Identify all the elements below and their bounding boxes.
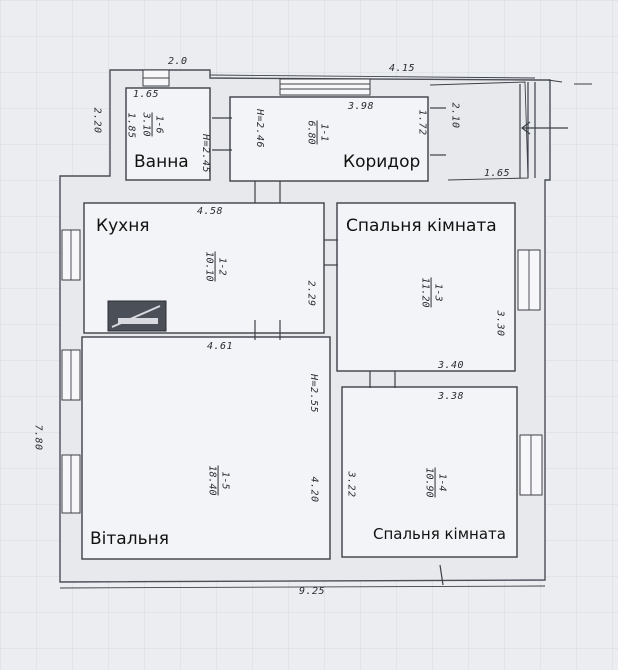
dim-kitchen-width: 4.58 bbox=[197, 206, 224, 217]
room-living bbox=[81, 336, 331, 560]
bedroom-2-label: Спальня кімната bbox=[373, 525, 506, 543]
entrance bbox=[429, 81, 529, 181]
dim-top-left: 2.0 bbox=[168, 56, 188, 67]
dim-top-right: 4.15 bbox=[389, 63, 416, 74]
dim-corridor-h: H=2.46 bbox=[254, 108, 266, 149]
dim-living-h: H=2.55 bbox=[308, 373, 320, 414]
dim-bed1-width: 3.40 bbox=[438, 360, 465, 371]
dim-bed2-height: 3.22 bbox=[345, 471, 357, 498]
bedroom-1-label: Спальня кімната bbox=[346, 216, 497, 236]
corridor-label: Коридор bbox=[343, 152, 421, 172]
dim-bath-h: H=2.45 bbox=[200, 133, 212, 174]
dim-kitchen-height: 2.29 bbox=[305, 280, 317, 307]
room-corridor bbox=[229, 96, 429, 182]
dim-line-top bbox=[209, 74, 536, 79]
stove bbox=[107, 300, 167, 332]
dim-entry-height: 2.10 bbox=[449, 102, 461, 129]
windows bbox=[61, 69, 543, 514]
dim-living-height: 4.20 bbox=[308, 476, 320, 503]
north-arrow bbox=[521, 79, 592, 135]
room-bathroom bbox=[125, 87, 211, 181]
kitchen-label: Кухня bbox=[96, 216, 150, 236]
dim-bed1-height: 3.30 bbox=[494, 310, 506, 337]
dim-corridor-height: 1.72 bbox=[416, 109, 428, 136]
room-bedroom-2 bbox=[341, 386, 518, 558]
dim-bath-height: 1.85 bbox=[125, 112, 137, 139]
dim-living-width: 4.61 bbox=[207, 341, 234, 352]
dim-bath-width: 1.65 bbox=[133, 89, 160, 100]
dim-entry-width: 1.65 bbox=[484, 168, 511, 179]
dim-line-bottom bbox=[59, 585, 546, 589]
doors bbox=[212, 107, 446, 586]
room-bedroom-1 bbox=[336, 202, 516, 372]
living-room-label: Вітальня bbox=[90, 529, 169, 549]
bathroom-label: Ванна bbox=[134, 152, 189, 172]
dim-left-upper: 2.20 bbox=[91, 107, 103, 134]
dim-bed2-width: 3.38 bbox=[438, 391, 465, 402]
dim-corridor-width: 3.98 bbox=[348, 101, 375, 112]
dim-total-height: 7.80 bbox=[32, 424, 44, 451]
dim-total-width: 9.25 bbox=[299, 586, 326, 597]
